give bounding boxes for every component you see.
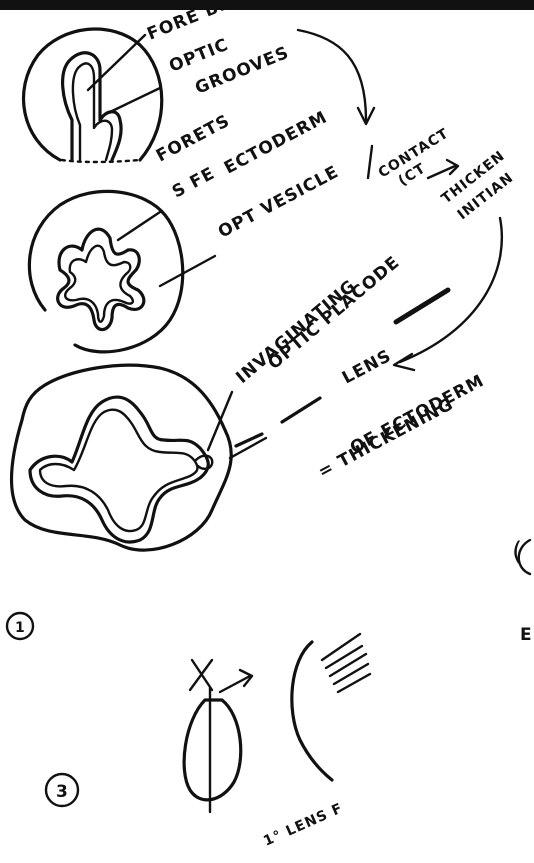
svg-text:3: 3 xyxy=(56,782,69,802)
dash-2 xyxy=(282,398,320,422)
arrow-curve-right xyxy=(400,218,502,362)
label-ectoderm: ECTODERM xyxy=(221,107,331,178)
label-lens: LENS xyxy=(339,346,395,389)
arrow-curve-top xyxy=(298,30,366,120)
label-sfe: S FE xyxy=(169,163,218,202)
label-thickening-ecto-2: OF ECTODERM xyxy=(347,371,488,459)
svg-text:1: 1 xyxy=(15,620,26,636)
edge-mark-2: E xyxy=(520,625,533,645)
optic-vesicle-sketch xyxy=(29,191,215,352)
label-forets: FORETS xyxy=(153,111,234,167)
edge-mark-1: ( xyxy=(512,537,522,567)
section-marker-3: 3 xyxy=(46,774,78,806)
label-lens-fibre: 1° LENS F xyxy=(261,800,345,849)
contact-bar xyxy=(368,146,372,178)
invaginating-sketch xyxy=(11,365,266,550)
section-marker-1: 1 xyxy=(7,613,33,639)
forebrain-sketch xyxy=(24,29,162,162)
lens-sketch xyxy=(184,634,370,812)
arrow-small xyxy=(428,160,458,178)
dash-3 xyxy=(396,290,448,322)
label-forebrain: FORE BRAIN xyxy=(144,0,269,45)
dash-1 xyxy=(236,434,262,446)
